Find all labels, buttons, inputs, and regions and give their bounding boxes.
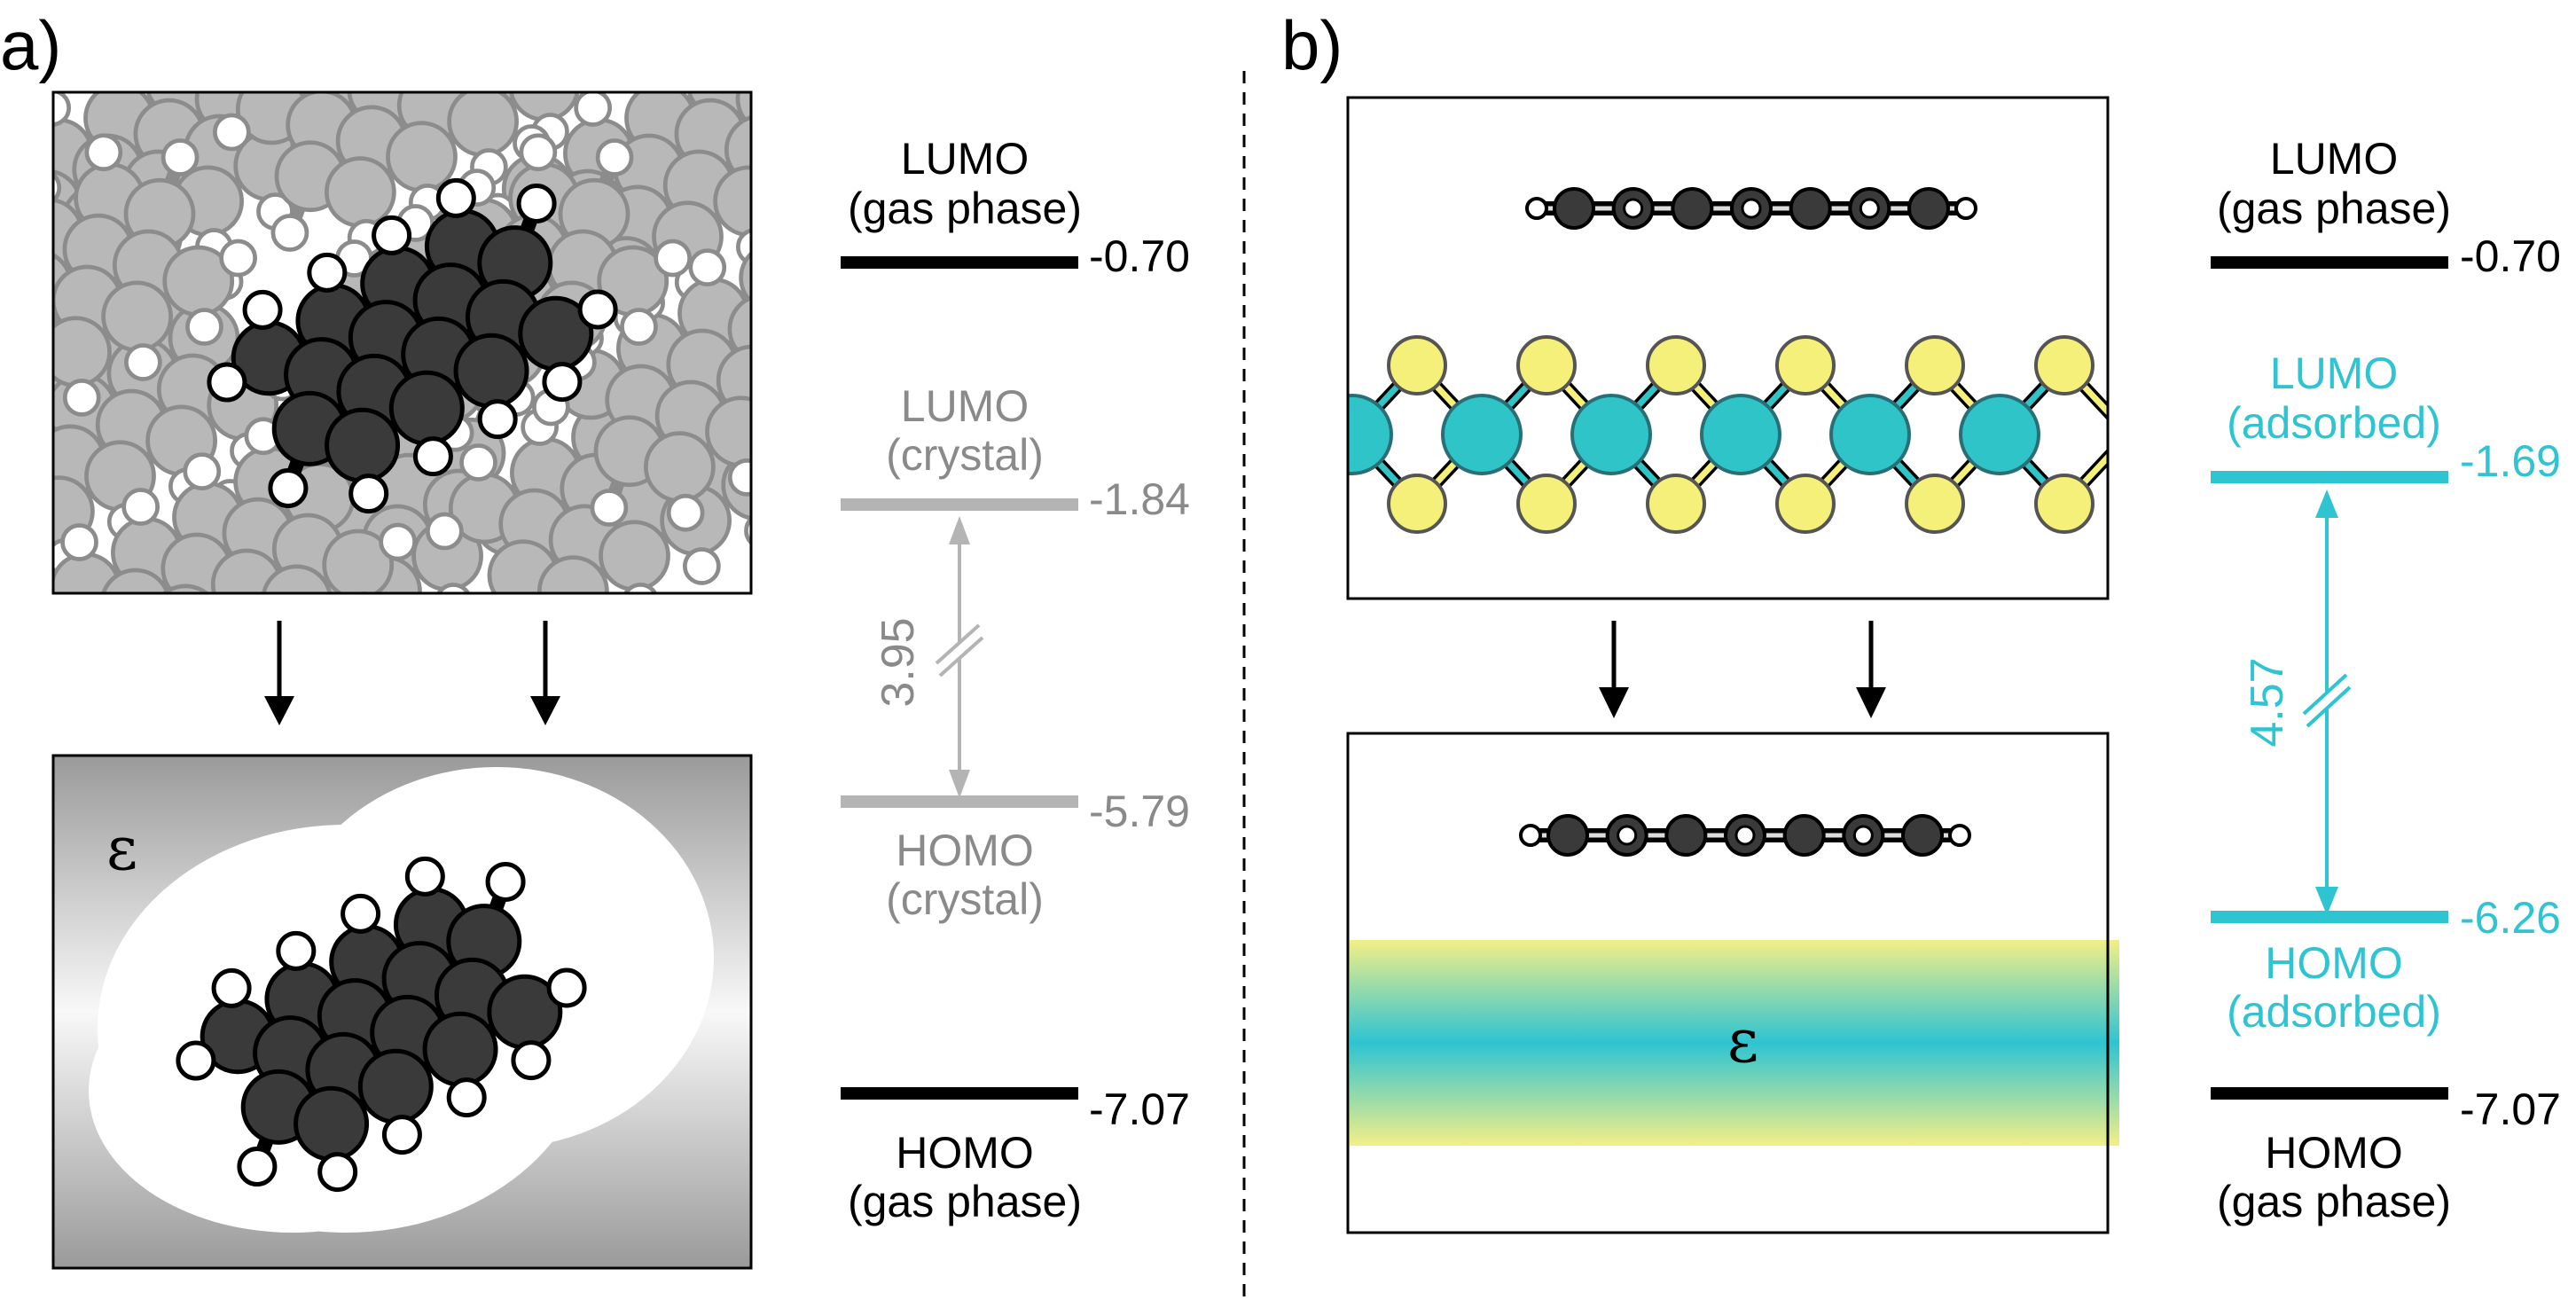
central-molecule	[207, 177, 618, 514]
homo-gas-subtitle: (gas phase)	[2217, 1177, 2451, 1226]
energy-diagram-b: LUMO (gas phase) -0.70 LUMO (adsorbed) -…	[2211, 134, 2561, 1226]
homo-crystal-subtitle: (crystal)	[886, 874, 1044, 924]
lumo-gas-subtitle: (gas phase)	[2217, 184, 2451, 233]
homo-crystal-title: HOMO	[896, 826, 1034, 875]
arrowhead-icon	[264, 696, 294, 725]
crystal-neighbor-molecule	[53, 133, 258, 417]
axis-break-icon	[935, 623, 981, 665]
epsilon-symbol: ε	[1727, 1006, 1758, 1077]
arrowhead-icon	[1599, 687, 1629, 718]
panel-a-label: a)	[0, 6, 61, 84]
adsorbate-molecule	[1525, 187, 1977, 230]
homo-gas-level	[2211, 1087, 2448, 1100]
lumo-crystal-value: -1.84	[1089, 474, 1190, 524]
lumo-adsorbed-title: LUMO	[2270, 348, 2398, 398]
lumo-gas-subtitle: (gas phase)	[848, 184, 1082, 233]
homo-crystal-value: -5.79	[1089, 787, 1190, 836]
homo-crystal-level	[841, 795, 1078, 808]
arrowhead-icon	[1856, 687, 1886, 718]
crystal-structure-image	[51, 90, 753, 595]
homo-adsorbed-level	[2211, 911, 2448, 923]
arrowhead-icon	[530, 696, 560, 725]
lumo-gas-level	[841, 256, 1078, 269]
homo-adsorbed-title: HOMO	[2265, 938, 2403, 988]
lumo-adsorbed-subtitle: (adsorbed)	[2227, 398, 2441, 448]
homo-gas-value: -7.07	[2460, 1085, 2561, 1134]
gap-arrowhead-down-icon	[949, 770, 970, 798]
lumo-adsorbed-value: -1.69	[2460, 436, 2561, 486]
axis-break-icon	[2306, 685, 2352, 728]
homo-gas-subtitle: (gas phase)	[848, 1177, 1082, 1226]
homo-adsorbed-subtitle: (adsorbed)	[2227, 987, 2441, 1037]
homo-gas-level	[841, 1087, 1078, 1100]
energy-diagram-a: LUMO (gas phase) -0.70 LUMO (crystal) -1…	[841, 134, 1190, 1226]
panel-b-label: b)	[1281, 6, 1343, 84]
gap-arrowhead-up-icon	[2315, 489, 2338, 518]
homo-adsorbed-value: -6.26	[2460, 893, 2561, 943]
isolated-molecule	[176, 856, 587, 1193]
lumo-gas-value: -0.70	[1089, 231, 1190, 281]
crystal-neighbor-molecule	[531, 224, 751, 532]
dielectric-slab-image	[1346, 732, 2119, 1234]
molecule-above-slab	[1519, 814, 1971, 857]
gap-value-crystal: 3.95	[873, 617, 924, 707]
homo-gas-title: HOMO	[2265, 1128, 2403, 1178]
substrate-slab	[1348, 335, 2108, 534]
gap-arrowhead-down-icon	[2315, 887, 2338, 915]
lumo-gas-title: LUMO	[901, 134, 1029, 184]
lumo-gas-value: -0.70	[2460, 231, 2561, 281]
axis-break-icon	[2302, 673, 2348, 716]
axis-break-mask	[2300, 676, 2353, 725]
gap-value-adsorbed: 4.57	[2242, 657, 2293, 747]
adsorbed-structure-image	[1346, 96, 2110, 600]
lumo-adsorbed-level	[2211, 471, 2448, 483]
gap-arrowhead-up-icon	[949, 516, 970, 544]
lumo-gas-level	[2211, 256, 2448, 269]
epsilon-symbol: ε	[106, 814, 137, 884]
lumo-crystal-level	[841, 498, 1078, 511]
axis-break-icon	[938, 636, 984, 677]
lumo-crystal-title: LUMO	[901, 381, 1029, 431]
lumo-crystal-subtitle: (crystal)	[886, 430, 1044, 480]
homo-gas-title: HOMO	[896, 1128, 1034, 1178]
dielectric-environment-image	[51, 754, 753, 1270]
homo-gas-value: -7.07	[1089, 1085, 1190, 1134]
lumo-gas-title: LUMO	[2270, 134, 2398, 184]
axis-break-mask	[933, 626, 986, 675]
